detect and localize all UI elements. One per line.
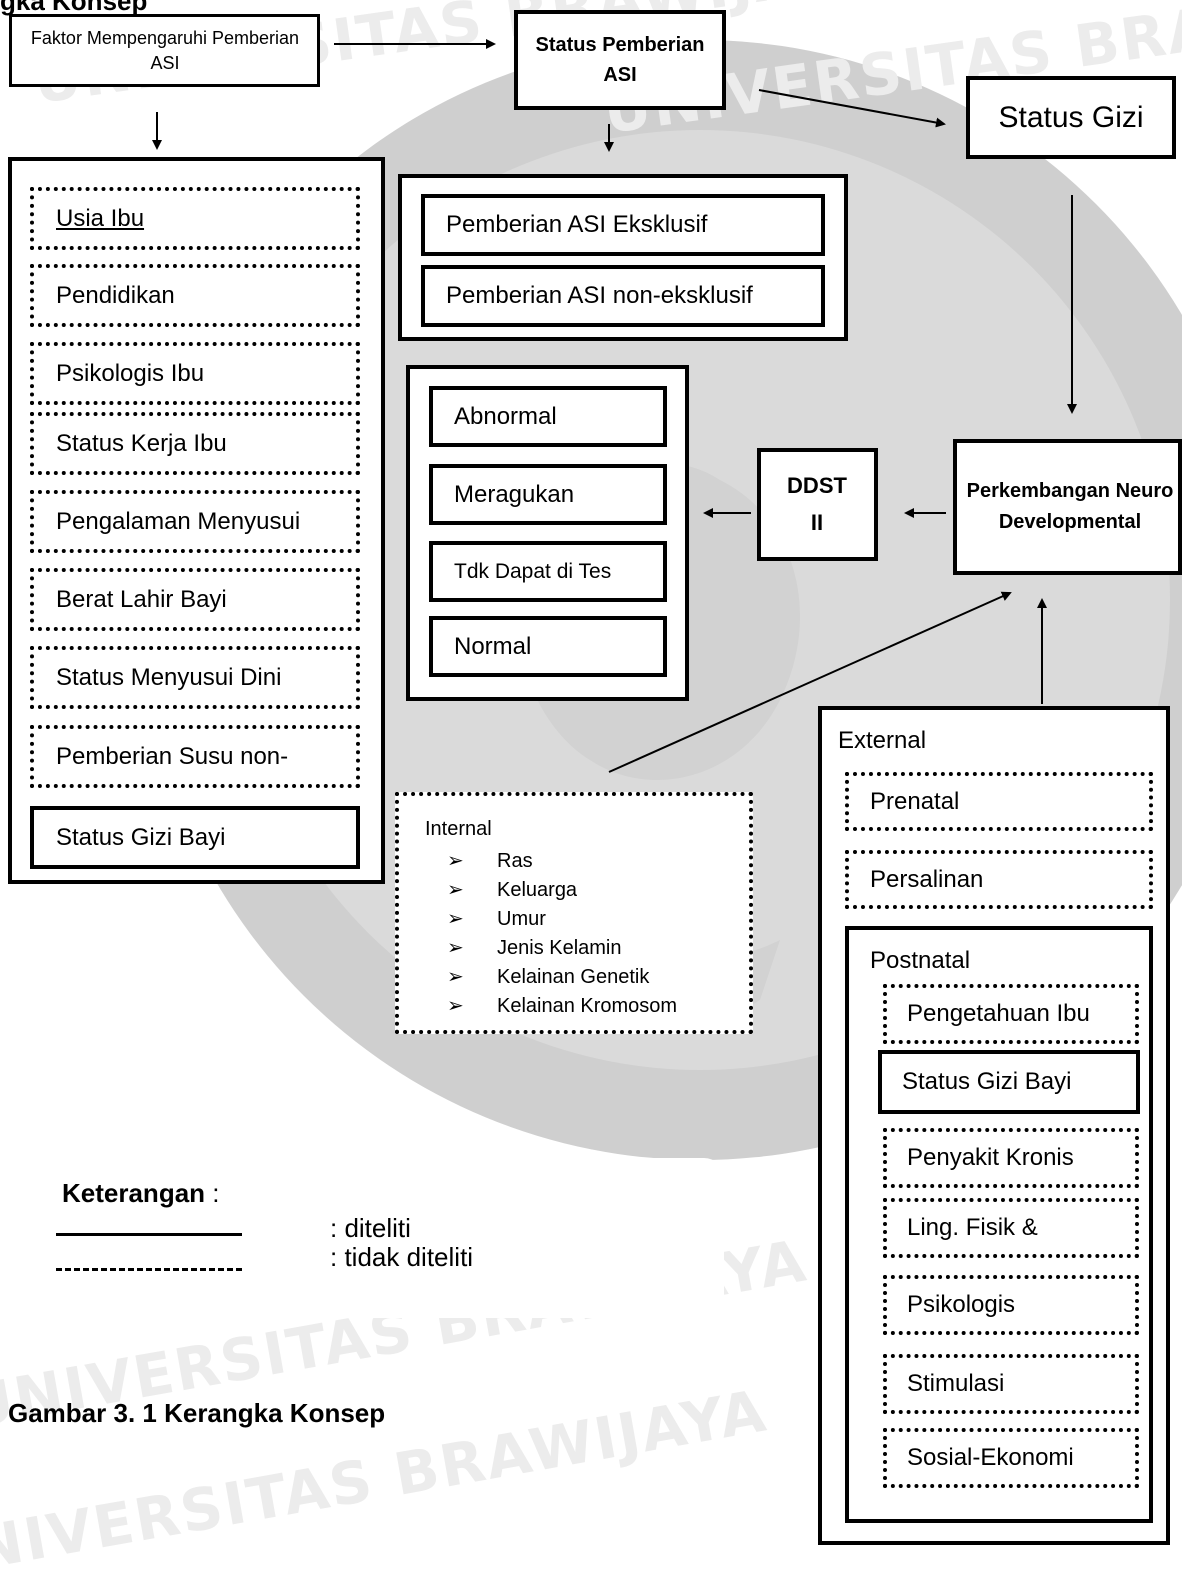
ddst-result-label: Meragukan xyxy=(454,480,575,508)
postnatal-item-label: Status Gizi Bayi xyxy=(902,1068,1072,1095)
postnatal-item-box xyxy=(878,1050,1140,1114)
factor-item-box xyxy=(30,725,360,788)
postnatal-item-label: Psikologis xyxy=(907,1291,1016,1318)
factor-item-box xyxy=(30,490,360,553)
factor-item-box xyxy=(30,412,360,475)
arrow-bullet-icon: ➢ xyxy=(447,966,464,988)
factor-item-box xyxy=(30,264,360,327)
status-asi-title: Status Pemberian ASI xyxy=(535,34,705,86)
factor-item-label: Usia Ibu xyxy=(56,204,145,232)
internal-item-label: Umur xyxy=(497,908,546,930)
prenatal-box xyxy=(845,772,1153,831)
legend-solid-label: : diteliti xyxy=(330,1213,411,1243)
factor-item-label: Status Kerja Ibu xyxy=(56,429,227,457)
internal-factors-box: Internal ➢ Ras ➢ Keluarga ➢ Umur ➢ Jenis Kelami… xyxy=(395,792,753,1034)
status-asi-box xyxy=(514,10,726,110)
postnatal-item-box xyxy=(883,1428,1139,1488)
external-title: External xyxy=(838,727,927,754)
status-gizi-label: Status Gizi xyxy=(998,100,1144,134)
ddst-label: DDST II xyxy=(787,472,847,535)
ddst-result-box xyxy=(429,464,667,525)
factor-item-label: Psikologis Ibu xyxy=(56,359,205,387)
prenatal-label: Prenatal xyxy=(870,787,960,815)
arrow-bullet-icon: ➢ xyxy=(447,937,464,959)
postnatal-item-box xyxy=(883,1354,1139,1414)
ddst-result-label: Normal xyxy=(454,632,532,660)
internal-item-label: Kelainan Genetik xyxy=(497,966,650,988)
arrow-bullet-icon: ➢ xyxy=(447,879,464,901)
factor-item-box xyxy=(30,568,360,631)
factor-item-label: Pendidikan xyxy=(56,281,175,309)
legend: Keterangan : : diteliti : tidak diteliti xyxy=(36,1158,724,1318)
internal-item-label: Kelainan Kromosom xyxy=(497,995,678,1017)
figure-caption: Gambar 3. 1 Kerangka Konsep xyxy=(8,1398,386,1428)
internal-item: ➢ Ras xyxy=(447,848,533,873)
internal-title: Internal xyxy=(425,818,492,840)
ddst-result-label: Abnormal xyxy=(454,402,557,430)
factor-item-label: Berat Lahir Bayi xyxy=(56,585,227,613)
postnatal-item-label: Ling. Fisik & xyxy=(907,1214,1038,1241)
arrow-bullet-icon: ➢ xyxy=(447,850,464,872)
factor-item-label: Status Gizi Bayi xyxy=(56,823,226,851)
asi-eksklusif-label: Pemberian ASI Eksklusif xyxy=(446,211,708,238)
legend-solid-line xyxy=(56,1233,242,1236)
internal-item-label: Ras xyxy=(497,850,533,872)
factors-title-box xyxy=(9,14,320,87)
ddst-result-box xyxy=(429,386,667,447)
postnatal-item-box xyxy=(883,984,1139,1044)
legend-dashed-label: : tidak diteliti xyxy=(330,1242,474,1272)
arrow-bullet-icon: ➢ xyxy=(447,995,464,1017)
postnatal-item-box xyxy=(883,1128,1139,1188)
postnatal-title: Postnatal xyxy=(870,947,971,974)
factor-item-label: Pengalaman Menyusui xyxy=(56,507,301,535)
legend-title: Keterangan : xyxy=(62,1178,220,1208)
ddst-result-box xyxy=(429,541,667,602)
persalinan-box xyxy=(845,850,1153,909)
factor-item-box xyxy=(30,187,360,250)
legend-dashed-line xyxy=(56,1268,242,1271)
status-gizi-box xyxy=(966,76,1176,159)
factor-item-label: Pemberian Susu non- xyxy=(56,742,289,770)
internal-item: ➢ Kelainan Genetik xyxy=(447,964,649,989)
internal-item: ➢ Keluarga xyxy=(447,877,577,902)
postnatal-item-label: Penyakit Kronis xyxy=(907,1144,1074,1171)
factors-title: Faktor Mempengaruhi Pemberian ASI xyxy=(30,27,300,73)
internal-item-label: Jenis Kelamin xyxy=(497,937,622,959)
ddst-box xyxy=(757,448,878,561)
postnatal-item-label: Pengetahuan Ibu xyxy=(907,1000,1090,1027)
postnatal-item-label: Sosial-Ekonomi xyxy=(907,1444,1074,1471)
factor-item-box xyxy=(30,646,360,709)
ddst-result-label: Tdk Dapat di Tes xyxy=(454,559,612,583)
asi-non-eksklusif-label: Pemberian ASI non-eksklusif xyxy=(446,282,753,309)
internal-item-label: Keluarga xyxy=(497,879,578,901)
section-heading-fragment: gka Konsep xyxy=(0,0,148,16)
postnatal-item-box xyxy=(883,1198,1139,1258)
factor-item-box xyxy=(30,342,360,405)
asi-eksklusif-box xyxy=(421,194,825,256)
postnatal-item-box xyxy=(883,1275,1139,1335)
internal-item: ➢ Umur xyxy=(447,906,546,931)
internal-item: ➢ Kelainan Kromosom xyxy=(447,993,677,1018)
internal-item: ➢ Jenis Kelamin xyxy=(447,935,622,960)
asi-non-eksklusif-box xyxy=(421,265,825,327)
perkembangan-box xyxy=(953,439,1182,575)
factor-item-box xyxy=(30,806,360,869)
perkembangan-label: Perkembangan Neuro Developmental xyxy=(966,480,1174,533)
postnatal-item-label: Stimulasi xyxy=(907,1370,1005,1397)
arrow-bullet-icon: ➢ xyxy=(447,908,464,930)
persalinan-label: Persalinan xyxy=(870,865,984,893)
factor-item-label: Status Menyusui Dini xyxy=(56,663,282,691)
